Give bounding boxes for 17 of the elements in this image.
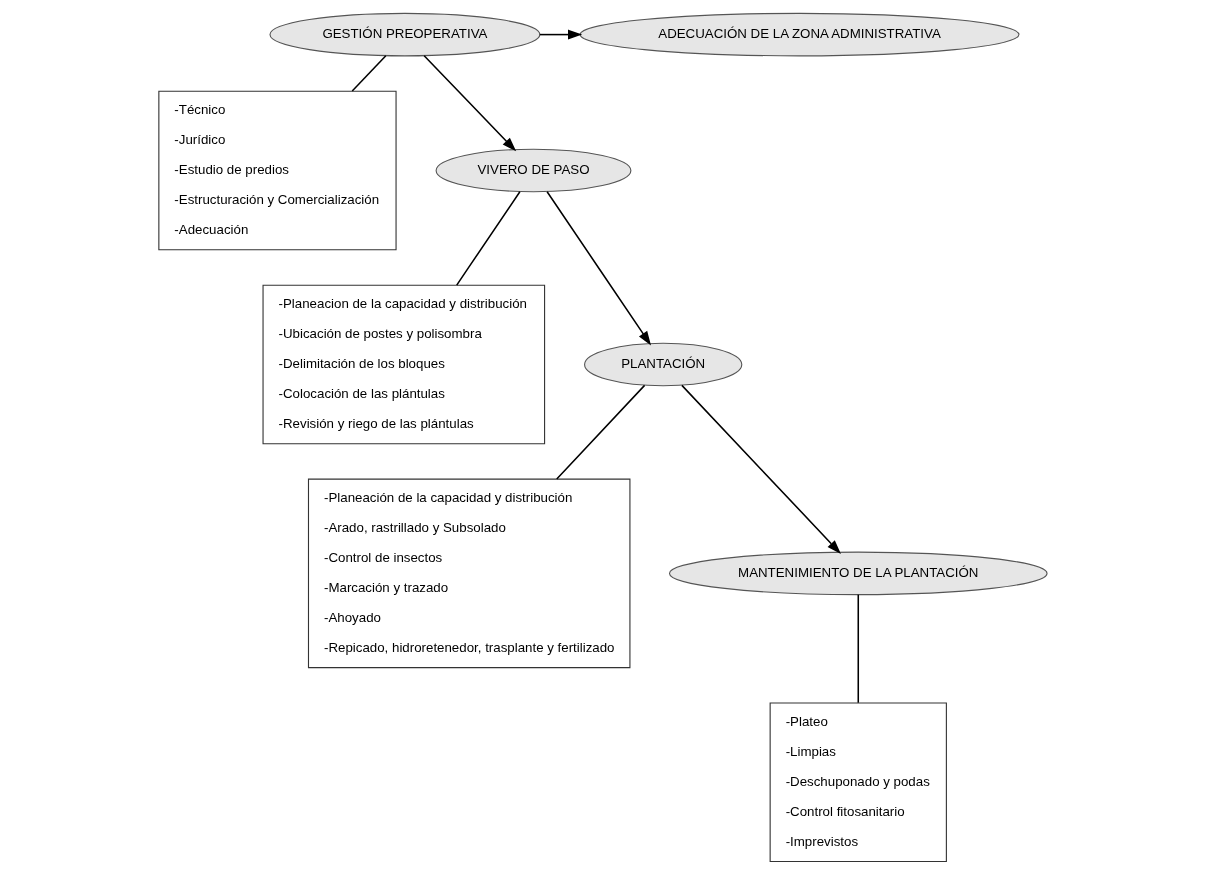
node-ellipse: PLANTACIÓN (583, 342, 742, 386)
node-box: -Planeacion de la capacidad y distribución -Ubicación de postes y polisombra -Delimitación de los bloques -Colocación de las plántulas -Revisión y riego de las plántulas (262, 284, 545, 444)
node-box: -Técnico -Jurídico -Estudio de predios -Estructuración y Comercialización -Adecuación (157, 90, 397, 250)
connector (857, 593, 859, 703)
node-ellipse: MANTENIMIENTO DE LA PLANTACIÓN (668, 551, 1048, 595)
connector (350, 54, 387, 92)
node-box: -Planeación de la capacidad y distribución -Arado, rastrillado y Subsolado -Control de insectos -Marcación y trazado -Ahoyado -Repicado, hidroretenedor, trasplante y fertilizado (307, 478, 630, 668)
arrow (538, 29, 582, 40)
node-ellipse: GESTIÓN PREOPERATIVA (268, 12, 540, 56)
arrow (545, 190, 651, 345)
node-ellipse: ADECUACIÓN DE LA ZONA ADMINISTRATIVA (579, 12, 1019, 56)
node-box: -Plateo -Limpias -Deschuponado y podas -Control fitosanitario -Imprevistos (769, 702, 947, 862)
connector (555, 384, 645, 480)
connector (455, 190, 521, 286)
arrow (680, 384, 841, 554)
arrow (422, 54, 516, 151)
node-ellipse: VIVERO DE PASO (435, 148, 631, 192)
